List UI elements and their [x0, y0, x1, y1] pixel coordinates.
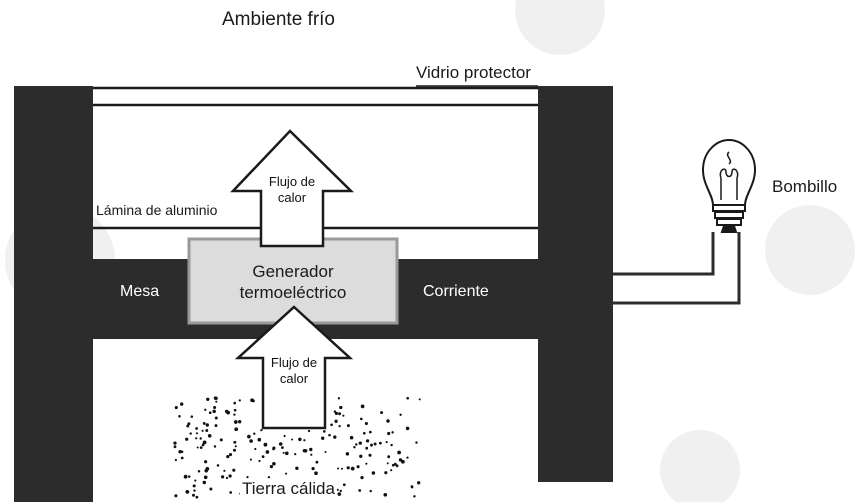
table-label: Mesa	[120, 283, 160, 300]
current-label: Corriente	[423, 283, 489, 300]
heat-flow-arrow-bottom	[234, 305, 354, 430]
heat-flow-top-label: Flujo de calor	[268, 174, 316, 205]
heat-flow-arrow-top	[230, 129, 355, 248]
ambient-label: Ambiente frío	[222, 9, 335, 30]
foil-label: Lámina de aluminio	[96, 202, 218, 218]
generator-label: Generador termoeléctrico	[239, 262, 347, 302]
soil-label: Tierra cálida	[240, 479, 337, 499]
glass-label: Vidrio protector	[416, 63, 531, 82]
circuit-wires	[613, 232, 741, 305]
light-bulb-icon	[701, 138, 757, 233]
protective-glass	[93, 86, 538, 107]
bulb-label: Bombillo	[772, 177, 838, 196]
heat-flow-bottom-label: Flujo de calor	[270, 355, 318, 386]
